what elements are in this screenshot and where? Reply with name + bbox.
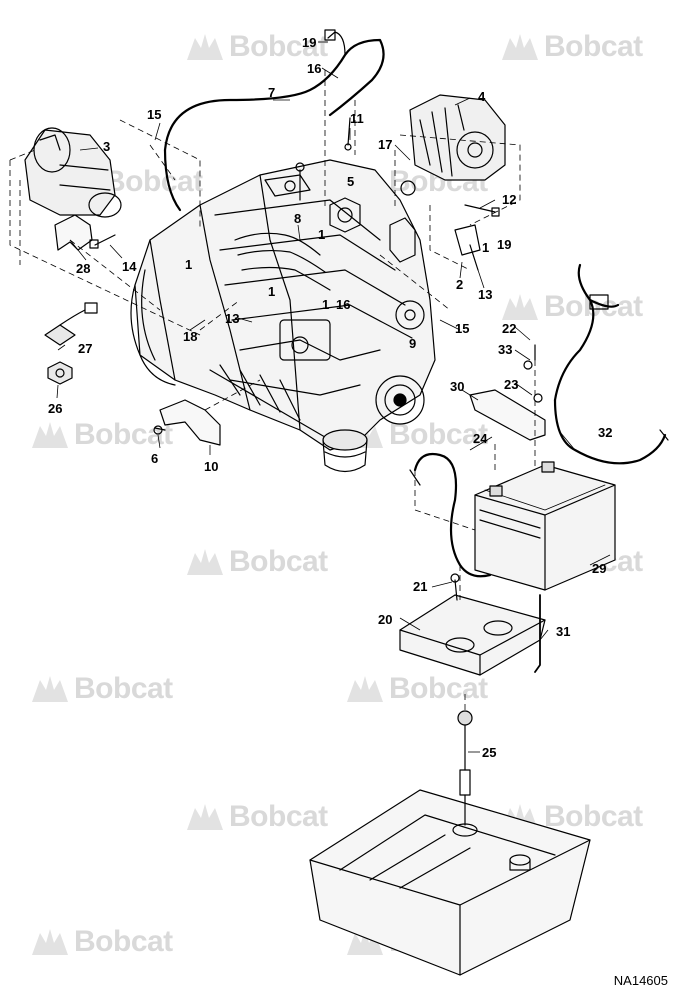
callout-17: 17 — [378, 137, 393, 152]
callout-1: 1 — [268, 284, 276, 299]
callout-2: 2 — [456, 277, 464, 292]
callout-16: 16 — [336, 297, 351, 312]
callout-33: 33 — [498, 342, 513, 357]
watermark-text: Bobcat — [229, 30, 328, 63]
callout-15: 15 — [455, 321, 470, 336]
figure-id: NA14605 — [613, 973, 668, 988]
watermark-text: Bobcat — [544, 800, 643, 833]
watermark-text: Bobcat — [74, 418, 173, 451]
battery-cables — [409, 263, 669, 578]
callout-24: 24 — [473, 431, 488, 446]
watermark-text: Bobcat — [104, 165, 203, 198]
watermark: Bobcat — [185, 800, 328, 836]
callout-29: 29 — [592, 561, 607, 576]
callout-19: 19 — [497, 237, 512, 252]
callout-27: 27 — [78, 341, 93, 356]
callout-10: 10 — [204, 459, 219, 474]
battery — [474, 461, 616, 591]
wire-harness — [163, 29, 385, 212]
callout-6: 6 — [151, 451, 159, 466]
watermark: Bobcat — [30, 418, 173, 454]
watermark-text: Bobcat — [74, 925, 173, 958]
watermark-text: Bobcat — [544, 30, 643, 63]
callout-1: 1 — [482, 240, 490, 255]
watermark-text: Bobcat — [229, 800, 328, 833]
callout-5: 5 — [347, 174, 355, 189]
watermark: Bobcat — [185, 30, 328, 66]
callout-21: 21 — [413, 579, 428, 594]
engine — [130, 159, 436, 473]
callout-22: 22 — [502, 321, 517, 336]
callout-7: 7 — [268, 85, 276, 100]
watermark-text: Bobcat — [229, 545, 328, 578]
bracket-10 — [153, 399, 221, 446]
callout-13: 13 — [478, 287, 493, 302]
alternator — [400, 94, 506, 271]
callout-26: 26 — [48, 401, 63, 416]
callout-31: 31 — [556, 624, 571, 639]
fuel-tank — [309, 710, 591, 976]
watermark: Bobcat — [30, 672, 173, 708]
callout-4: 4 — [478, 89, 486, 104]
hold-down-plate — [469, 344, 546, 441]
callout-20: 20 — [378, 612, 393, 627]
callout-1: 1 — [322, 297, 330, 312]
sensors — [44, 302, 98, 385]
callout-30: 30 — [450, 379, 465, 394]
callout-1: 1 — [185, 257, 193, 272]
watermark: Bobcat — [500, 30, 643, 66]
callout-16: 16 — [307, 61, 322, 76]
callout-23: 23 — [504, 377, 519, 392]
callout-32: 32 — [598, 425, 613, 440]
callout-25: 25 — [482, 745, 497, 760]
watermark-text: Bobcat — [389, 672, 488, 705]
watermark: Bobcat — [30, 925, 173, 961]
callout-13: 13 — [225, 311, 240, 326]
callout-8: 8 — [294, 211, 302, 226]
callout-15: 15 — [147, 107, 162, 122]
callout-12: 12 — [502, 192, 517, 207]
callout-11: 11 — [350, 111, 364, 126]
callout-28: 28 — [76, 261, 91, 276]
callout-3: 3 — [103, 139, 111, 154]
callout-19: 19 — [302, 35, 317, 50]
watermark-text: Bobcat — [74, 672, 173, 705]
callout-14: 14 — [122, 259, 137, 274]
callout-18: 18 — [183, 329, 198, 344]
watermark: Bobcat — [345, 672, 488, 708]
callout-1: 1 — [318, 227, 326, 242]
watermark: Bobcat — [185, 545, 328, 581]
callout-9: 9 — [409, 336, 417, 351]
